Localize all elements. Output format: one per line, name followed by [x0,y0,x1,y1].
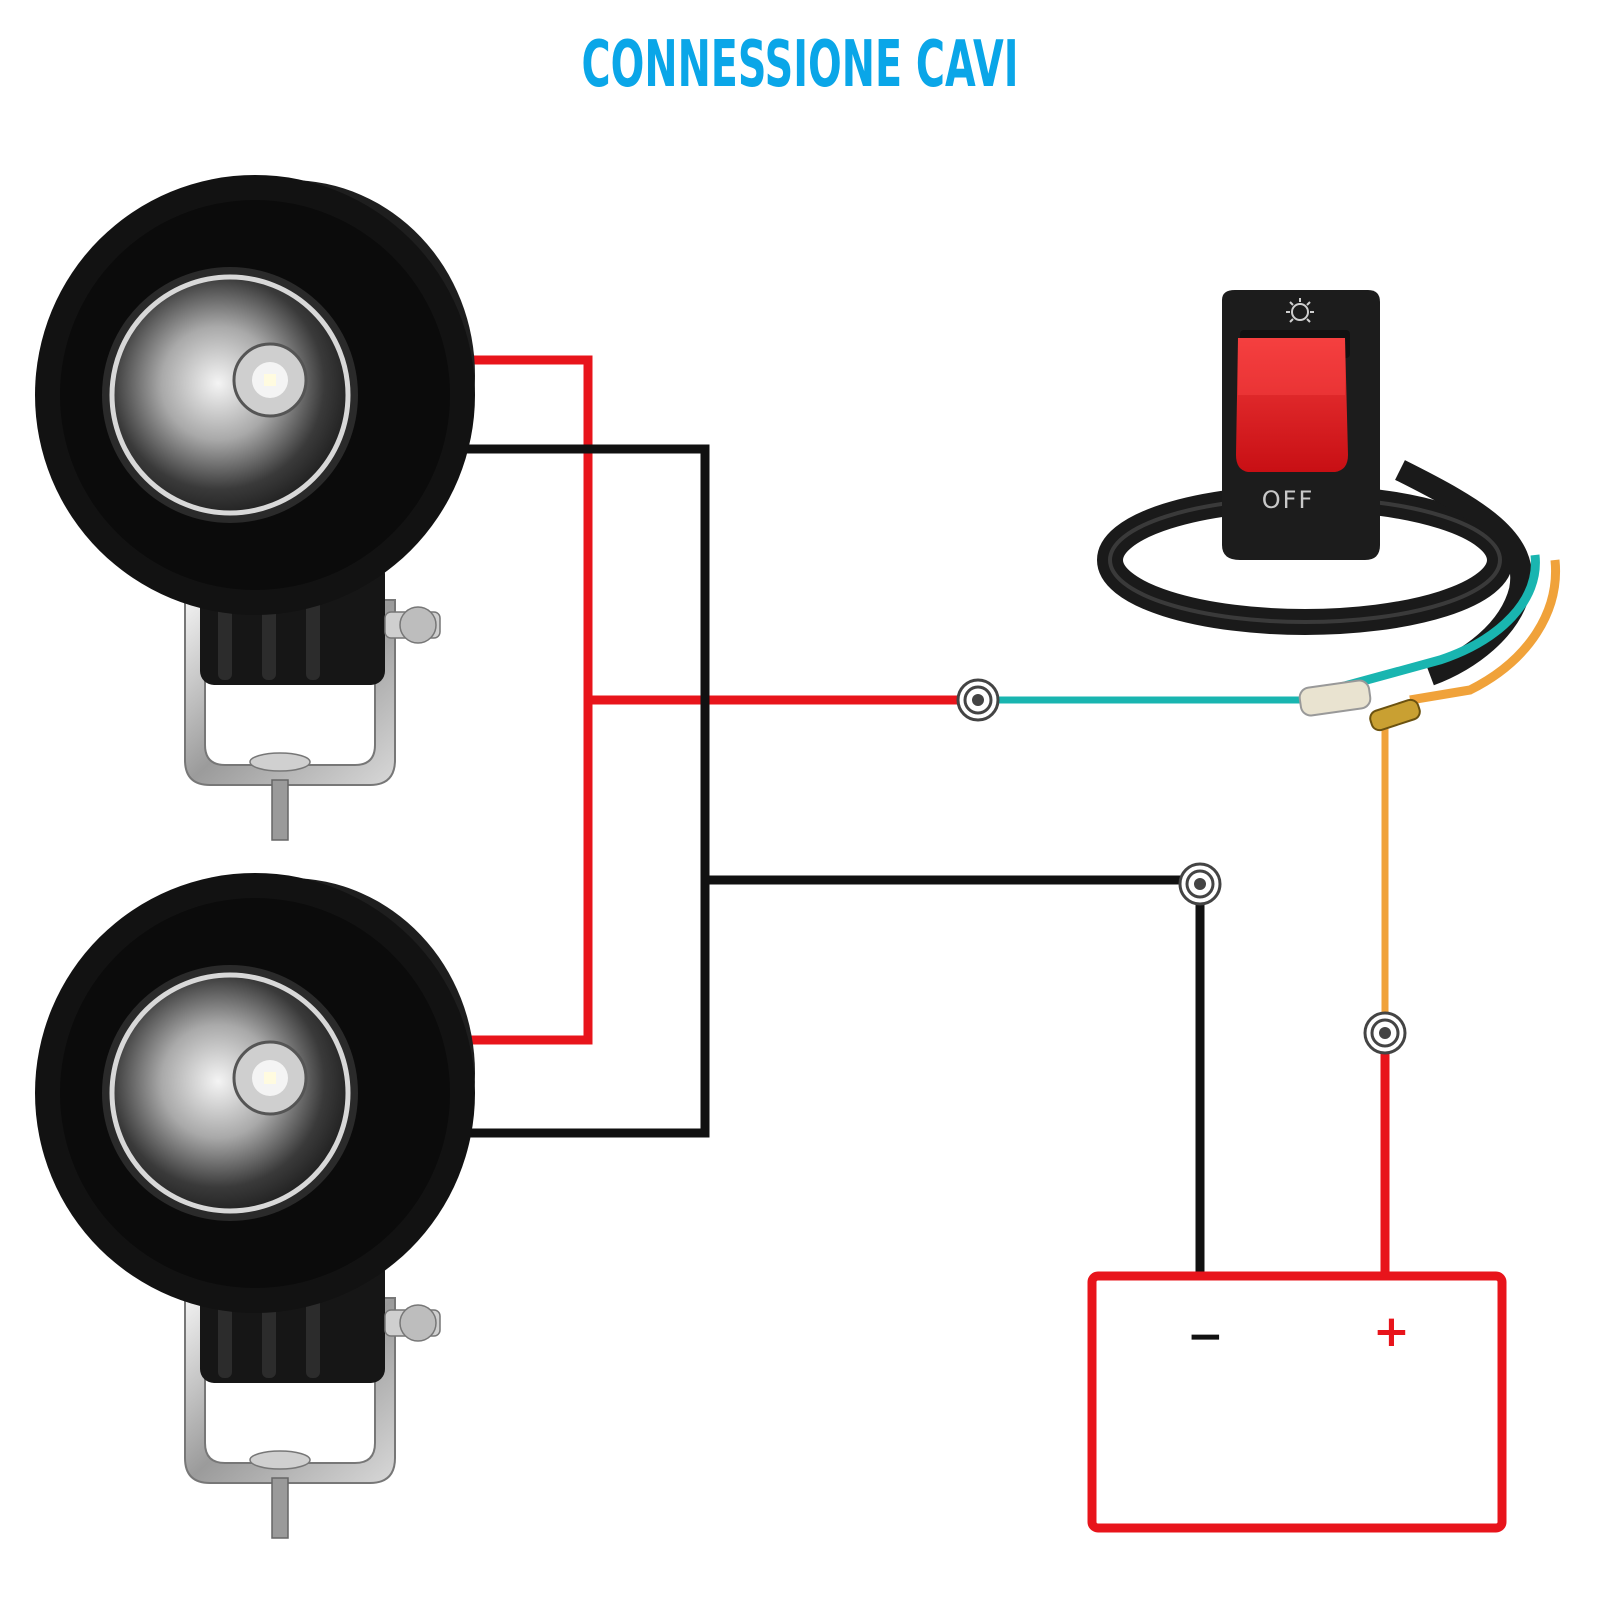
handlebar-switch: OFF [1097,290,1561,732]
lamp-bottom [35,873,475,1539]
connector-battery-positive [1363,1011,1407,1055]
ground-wires [440,444,1205,1272]
battery-negative-label: − [1187,1311,1224,1362]
teal-lead [1328,554,1540,695]
orange-terminal [1369,698,1421,732]
lamp-top [35,175,475,841]
battery-outline [1087,1271,1507,1533]
lamp-bracket [184,1297,396,1539]
red-wire-lamp-top [470,355,593,1045]
switch-off-label: OFF [1262,486,1315,514]
connector-switch-output [956,678,1000,722]
page-title: CONNESSIONE CAVI [581,28,1019,102]
positive-wires [470,355,1390,1272]
black-wire-lamps [440,444,710,1138]
orange-lead [1409,559,1561,705]
battery-positive-label: + [1373,1306,1410,1357]
switch-rocker-button[interactable] [1236,338,1348,472]
teal-terminal [1298,679,1372,717]
headlight-icon [1286,298,1314,323]
connector-ground [1178,862,1222,906]
